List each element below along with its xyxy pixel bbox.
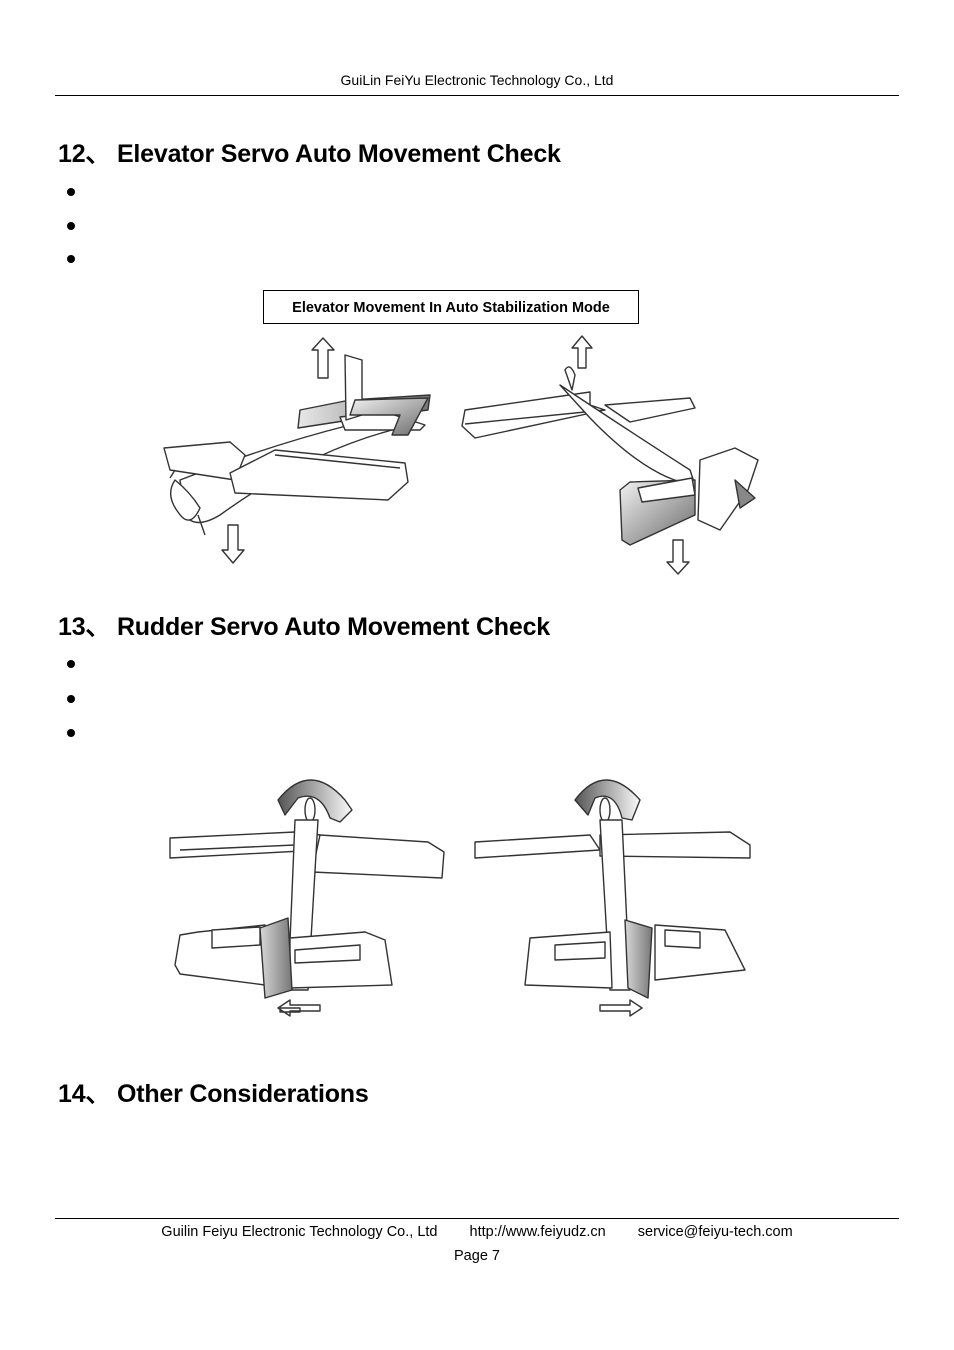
plane-nose-up bbox=[163, 337, 431, 564]
footer-email-link[interactable]: service@feiyu-tech.com bbox=[637, 1224, 793, 1240]
elevator-figure-caption: Elevator Movement In Auto Stabilization … bbox=[263, 290, 639, 324]
section-14-heading: 14、 Other Considerations bbox=[58, 1080, 369, 1108]
footer-website-link[interactable]: http://www.feiyudz.cn bbox=[469, 1224, 606, 1240]
footer-info: Guilin Feiyu Electronic Technology Co., … bbox=[0, 1224, 954, 1240]
plane-rudder-right bbox=[474, 779, 751, 1017]
plane-nose-down bbox=[461, 335, 759, 575]
bullet-point bbox=[67, 222, 75, 230]
footer-company: Guilin Feiyu Electronic Technology Co., … bbox=[161, 1224, 438, 1240]
page-header: GuiLin FeiYu Electronic Technology Co., … bbox=[340, 72, 614, 88]
header-rule bbox=[55, 95, 899, 96]
rudder-movement-illustration bbox=[169, 779, 751, 1017]
bullet-point bbox=[67, 255, 75, 263]
section-13-heading: 13、 Rudder Servo Auto Movement Check bbox=[58, 613, 550, 641]
elevator-movement-illustration bbox=[163, 335, 759, 575]
plane-rudder-left bbox=[169, 779, 445, 1017]
section-12-heading: 12、 Elevator Servo Auto Movement Check bbox=[58, 140, 561, 168]
bullet-point bbox=[67, 729, 75, 737]
bullet-point bbox=[67, 660, 75, 668]
footer-rule bbox=[55, 1218, 899, 1219]
page-number: Page 7 bbox=[454, 1248, 500, 1264]
bullet-point bbox=[67, 695, 75, 703]
bullet-point bbox=[67, 188, 75, 196]
